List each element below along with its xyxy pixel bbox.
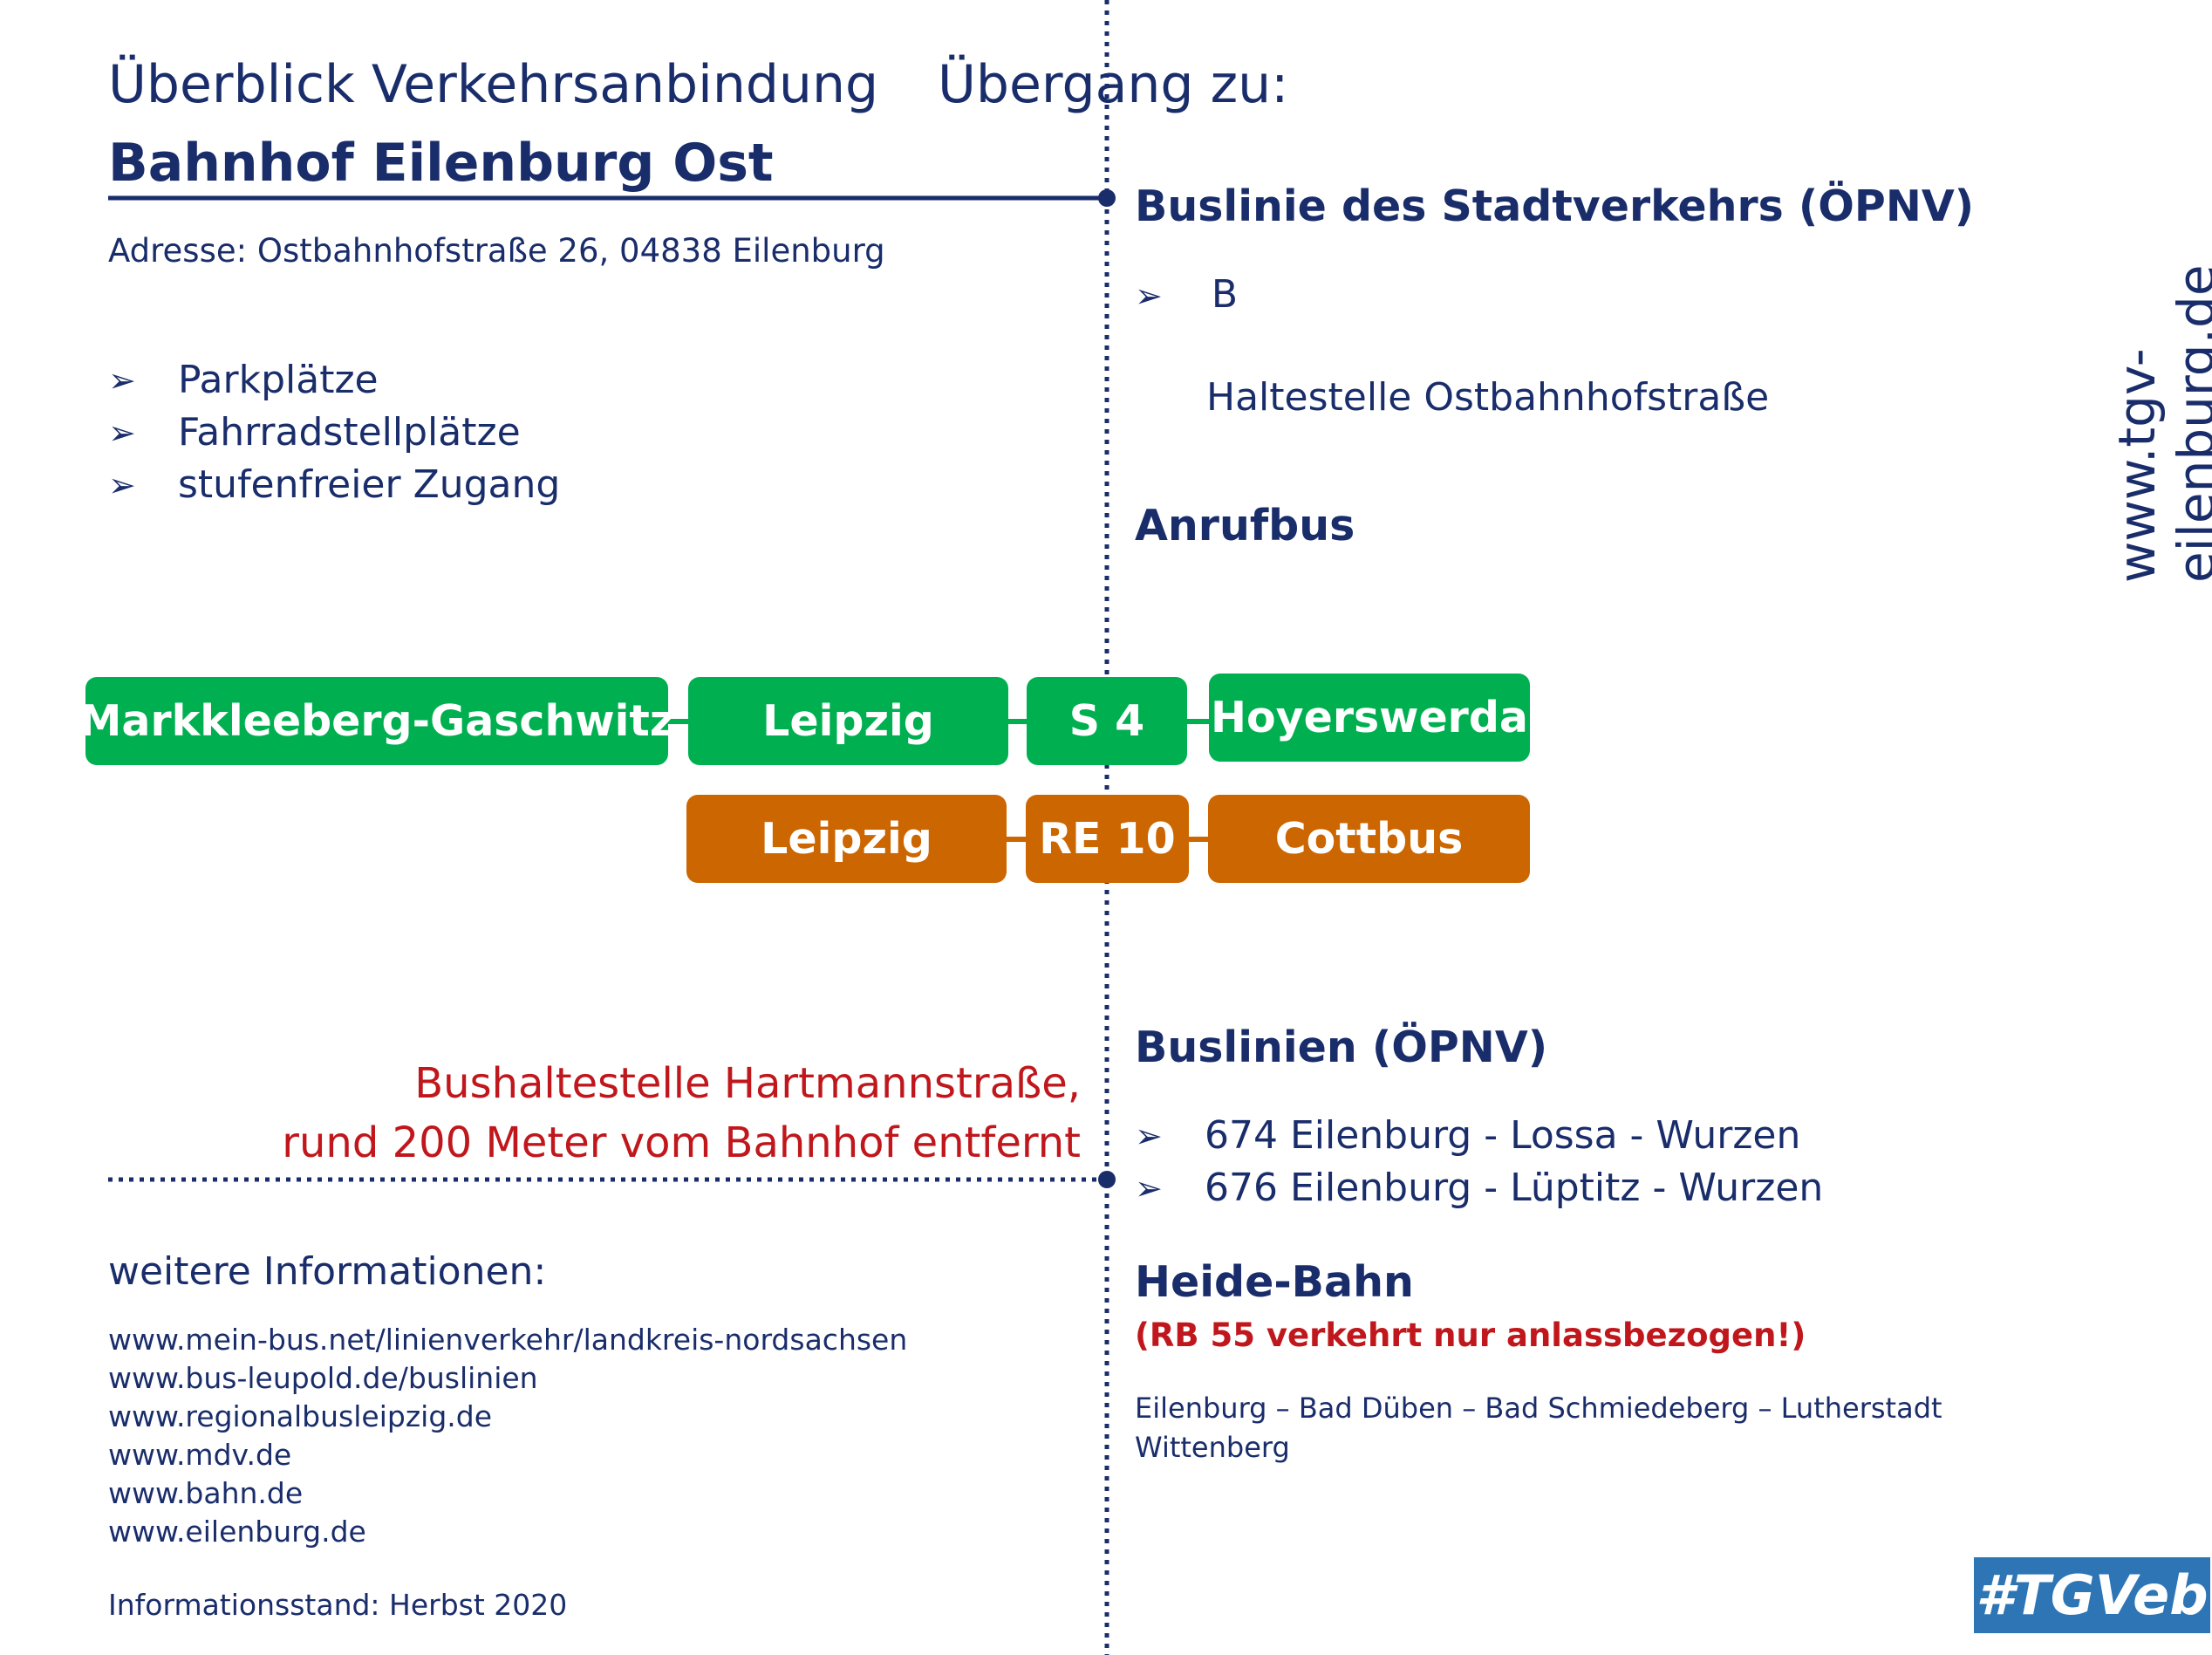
amenity-bike-parking: ➢Fahrradstellplätze [108,407,560,459]
heide-bahn-route-line1: Eilenburg – Bad Düben – Bad Schmiedeberg… [1135,1392,1942,1425]
city-bus-line: ➢ B [1135,272,1239,317]
hashtag-badge: #TGVeb [1974,1557,2210,1633]
arrow-bullet-icon: ➢ [1135,1169,1163,1207]
arrow-bullet-icon: ➢ [108,361,136,400]
arrow-bullet-icon: ➢ [108,466,136,504]
re10-origin: Leipzig [686,795,1007,883]
bus-stop-note-line2: rund 200 Meter vom Bahnhof entfernt [282,1118,1081,1167]
side-url[interactable]: www.tgv-eilenburg.de [2107,264,2212,583]
regional-bus-list: ➢674 Eilenburg - Lossa - Wurzen ➢676 Eil… [1135,1110,1823,1214]
more-info-links: www.mein-bus.net/linienverkehr/landkreis… [108,1321,907,1551]
info-link[interactable]: www.bus-leupold.de/buslinien [108,1361,538,1395]
re10-line-badge: RE 10 [1026,795,1189,883]
arrow-bullet-icon: ➢ [1135,277,1163,315]
s4-origin-far: Markkleeberg-Gaschwitz [79,677,674,765]
station-address: Adresse: Ostbahnhofstraße 26, 04838 Eile… [108,232,885,270]
call-bus-heading: Anrufbus [1135,501,1355,551]
info-link[interactable]: www.regionalbusleipzig.de [108,1399,493,1433]
info-link[interactable]: www.mein-bus.net/linienverkehr/landkreis… [108,1323,908,1357]
heide-bahn-route-line2: Wittenberg [1135,1431,1290,1464]
station-name: Bahnhof Eilenburg Ost [108,133,774,194]
info-link[interactable]: www.eilenburg.de [108,1515,366,1549]
heide-bahn-heading: Heide-Bahn [1135,1257,1414,1307]
info-link[interactable]: www.mdv.de [108,1438,292,1472]
regional-bus-heading: Buslinien (ÖPNV) [1135,1022,1548,1072]
city-bus-heading: Buslinie des Stadtverkehrs (ÖPNV) [1135,181,1975,231]
page-title: Überblick Verkehrsanbindung [108,54,879,115]
heide-bahn-note: (RB 55 verkehrt nur anlassbezogen!) [1135,1316,1806,1354]
s4-destination: Hoyerswerda [1209,674,1530,762]
transfer-title: Übergang zu: [938,54,1289,115]
info-status: Informationsstand: Herbst 2020 [108,1588,568,1622]
city-bus-stop: Haltestelle Ostbahnhofstraße [1206,375,1770,420]
title-junction-dot [1098,189,1116,207]
more-info-heading: weitere Informationen: [108,1249,547,1294]
arrow-bullet-icon: ➢ [1135,1117,1163,1155]
arrow-bullet-icon: ➢ [108,414,136,452]
s4-line-badge: S 4 [1027,677,1187,765]
s4-origin: Leipzig [688,677,1008,765]
bus-stop-junction-dot [1098,1171,1116,1188]
bus-stop-note-line1: Bushaltestelle Hartmannstraße, [414,1059,1081,1108]
info-link[interactable]: www.bahn.de [108,1476,304,1510]
amenity-parking: ➢Parkplätze [108,354,560,407]
amenity-step-free: ➢stufenfreier Zugang [108,459,560,511]
amenities-list: ➢Parkplätze ➢Fahrradstellplätze ➢stufenf… [108,354,560,511]
re10-destination: Cottbus [1208,795,1530,883]
regional-bus-674: ➢674 Eilenburg - Lossa - Wurzen [1135,1110,1823,1162]
regional-bus-676: ➢676 Eilenburg - Lüptitz - Wurzen [1135,1162,1823,1214]
